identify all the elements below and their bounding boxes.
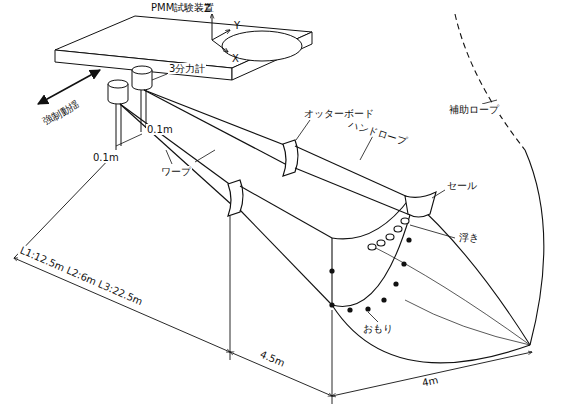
part-label: 3分力計 [168, 63, 206, 74]
dimension-label: 0.1m [92, 152, 120, 163]
part-label: ワープ [160, 166, 192, 177]
axis-label: Y [233, 20, 241, 31]
axis-label: X [231, 53, 240, 64]
dimension-lines [14, 152, 532, 404]
dimension-label: 4m [420, 374, 440, 389]
part-label: 浮き [458, 232, 480, 243]
part-label: セール [446, 180, 478, 191]
hand-ropes [240, 146, 410, 305]
part-label: ハンドロープ [347, 118, 409, 148]
auxiliary-rope [455, 14, 525, 150]
motion-label: 強制動揺 [40, 98, 82, 128]
part-label: おもり [362, 323, 394, 334]
part-label: オッターボード [303, 108, 375, 119]
dimension-label: 0.1m [146, 124, 174, 135]
warps [120, 90, 287, 205]
load-cells [108, 66, 152, 104]
dimension-label: L1:12.5m L2:6m L3:22.5m [18, 244, 146, 308]
axis-label: Z [203, 3, 212, 14]
trawl-net [329, 192, 530, 363]
otter-boards [228, 140, 298, 216]
oscillation-arrow [38, 70, 100, 104]
part-label: 補助ロープ [448, 104, 500, 115]
